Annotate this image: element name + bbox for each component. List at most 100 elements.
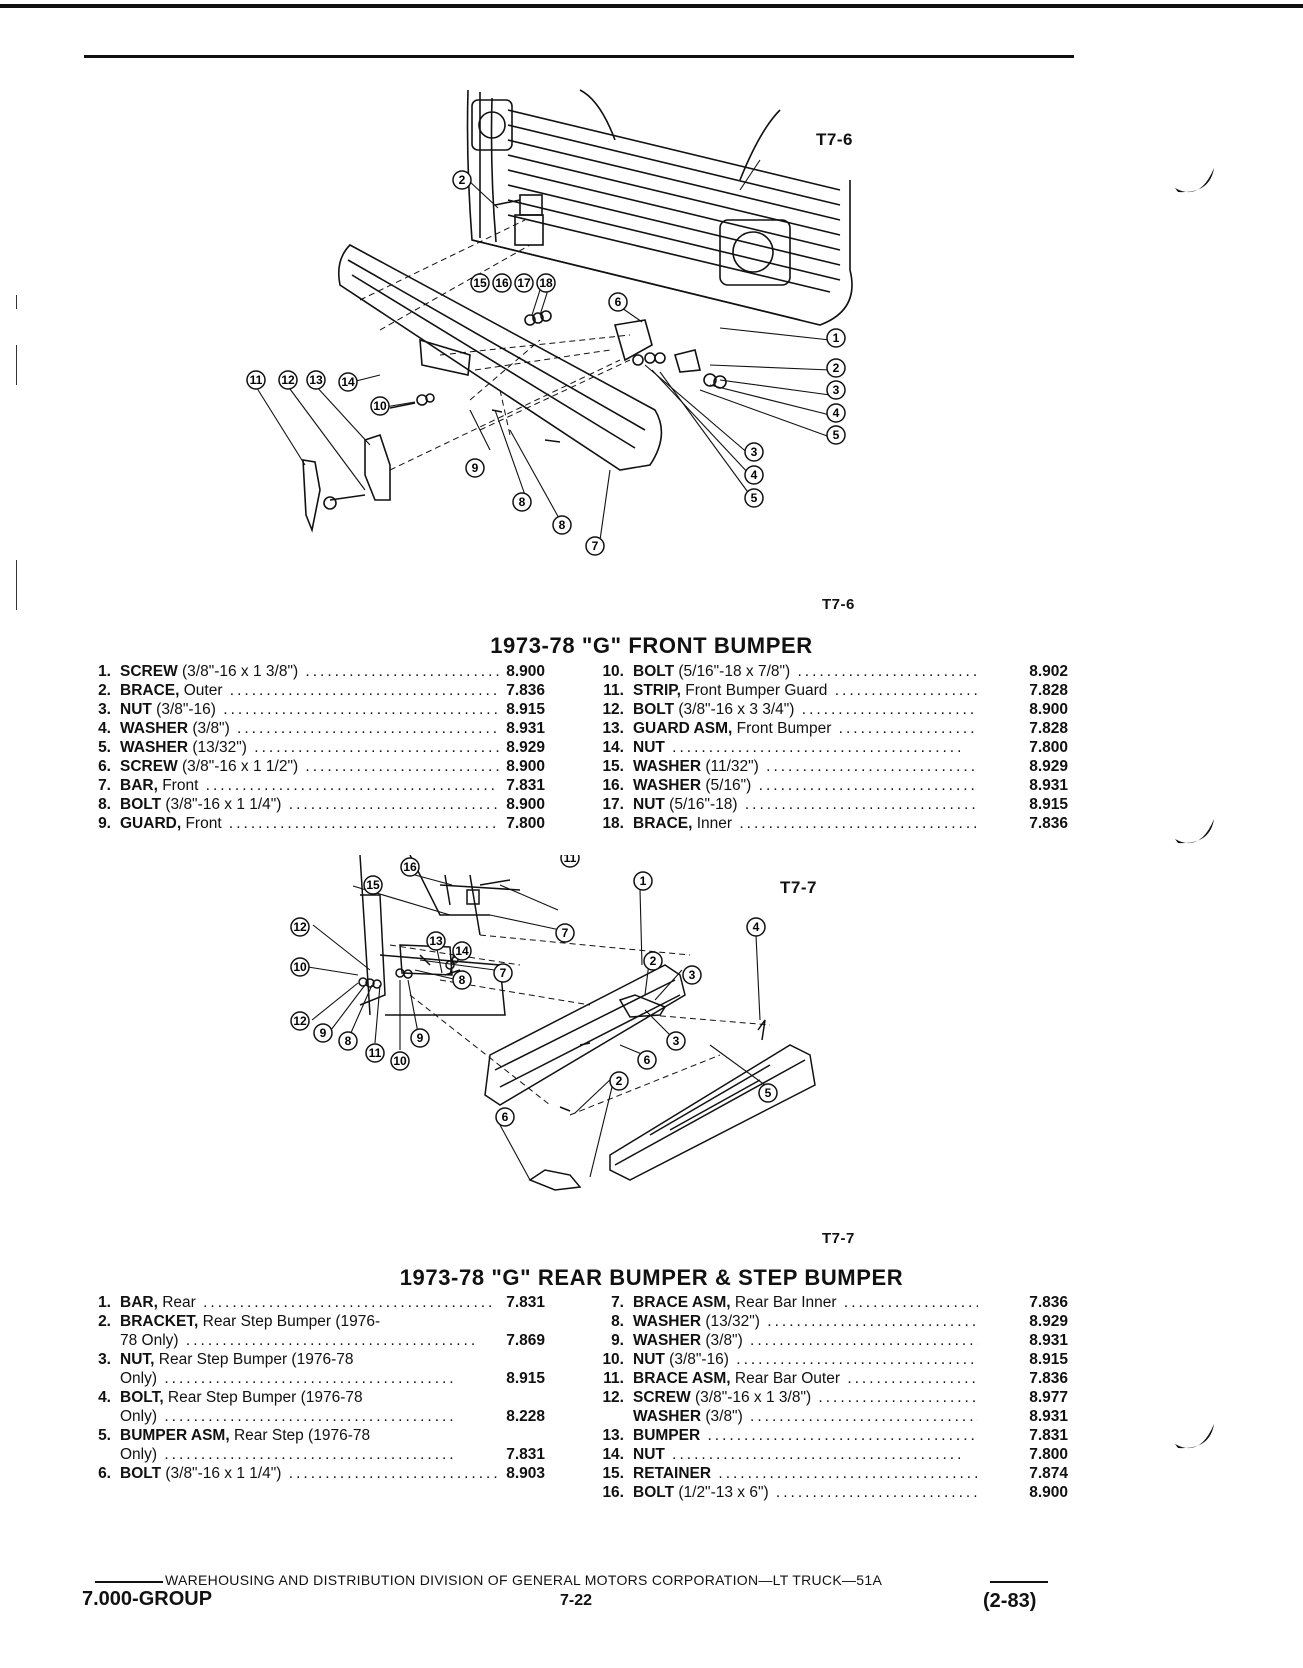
parts-row: 7.BAR, Front ...........................… [85,776,555,795]
callout-17: 17 [514,273,534,293]
callout-3: 3 [682,965,702,985]
part-name: BRACE ASM, [633,1294,731,1311]
front-callouts: 1 2 2 3 3 4 4 5 5 6 7 8 8 9 10 11 12 13 … [246,170,846,556]
part-desc: Front Bumper Guard [680,682,828,699]
part-desc: Rear Step Bumper (1976-78 [154,1351,354,1368]
parts-row: 6.SCREW (3/8"-16 x 1 1/2") .............… [85,757,555,776]
svg-text:3: 3 [751,445,758,459]
svg-text:4: 4 [753,920,760,934]
part-number: 1. [98,1294,111,1311]
svg-text:9: 9 [417,1031,424,1045]
part-code: 7.831 [1029,1427,1068,1444]
part-number: 5. [98,739,111,756]
callout-15: 15 [470,273,490,293]
svg-text:4: 4 [833,406,840,420]
part-name: NUT [120,701,152,718]
callout-6: 6 [637,1050,657,1070]
part-number: 6. [98,1465,111,1482]
footer-rule-left [95,1581,163,1583]
part-name: BRACKET, [120,1313,199,1330]
part-name: WASHER [633,1313,702,1330]
part-desc: Front Bumper [732,720,832,737]
parts-row: 4.BOLT, Rear Step Bumper (1976-78 [85,1388,555,1407]
part-code: 8.900 [506,663,545,680]
svg-text:14: 14 [455,944,469,958]
svg-text:9: 9 [472,461,479,475]
callout-13: 13 [426,931,446,951]
part-number: 10. [602,1351,624,1368]
callout-11: 11 [246,370,266,390]
part-number: 6. [98,758,111,775]
part-desc: Only) [120,1408,158,1425]
rear-bumper-diagram: 1 2 2 3 3 4 5 6 6 7 7 8 8 9 9 10 10 11 1… [290,854,860,1215]
part-code: 8.900 [506,796,545,813]
callout-16: 16 [400,857,420,877]
part-name: NUT [633,1351,665,1368]
page-curl-mark [1175,168,1214,193]
part-number: 8. [98,796,111,813]
part-desc: Front [181,815,222,832]
part-name: BUMPER ASM, [120,1427,230,1444]
part-number: 3. [98,1351,111,1368]
svg-text:15: 15 [366,878,380,892]
part-code: 8.931 [1029,777,1068,794]
callout-10: 10 [370,396,390,416]
part-desc: Rear Bar Outer [730,1370,841,1387]
parts-row: 6.BOLT (3/8"-16 x 1 1/4") ..............… [85,1464,555,1483]
part-code: 7.800 [1029,1446,1068,1463]
part-code: 8.931 [506,720,545,737]
parts-row: 2.BRACKET, Rear Step Bumper (1976- [85,1312,555,1331]
part-code: 8.977 [1029,1389,1068,1406]
part-desc: (13/32") [701,1313,760,1330]
svg-text:7: 7 [562,926,569,940]
part-desc: (5/16"-18) [664,796,738,813]
part-desc: 78 Only) [120,1332,179,1349]
part-name: BAR, [120,1294,158,1311]
part-number: 13. [602,1427,624,1444]
svg-text:8: 8 [559,518,566,532]
svg-text:6: 6 [615,295,622,309]
callout-1: 1 [826,328,846,348]
part-number: 18. [602,815,624,832]
part-desc: (3/8") [188,720,230,737]
footer-rule-right [990,1581,1048,1583]
page-curl-mark [1175,1424,1214,1449]
callout-3: 3 [826,380,846,400]
part-desc: (3/8"-16 x 1 3/8") [690,1389,812,1406]
part-code: 8.929 [506,739,545,756]
rear-callouts: 1 2 2 3 3 4 5 6 6 7 7 8 8 9 9 10 10 11 1… [290,855,778,1127]
footer-page-number: 7-22 [560,1592,593,1609]
binder-mark [16,295,17,309]
parts-row: 1.BAR, Rear ............................… [85,1293,555,1312]
callout-4: 4 [744,465,764,485]
callout-2: 2 [452,170,472,190]
part-name: BOLT [633,663,675,680]
part-code: 8.902 [1029,663,1068,680]
parts-row: 78 Only) ...............................… [120,1332,545,1349]
part-number: 4. [98,720,111,737]
callout-9: 9 [313,1023,333,1043]
parts-row: 10.BOLT (5/16"-18 x 7/8") ..............… [598,662,1078,681]
part-name: SCREW [120,758,178,775]
part-name: SCREW [120,663,178,680]
footer-group: 7.000-GROUP [82,1588,213,1610]
part-desc: (1/2"-13 x 6") [674,1484,769,1501]
callout-5: 5 [758,1083,778,1103]
part-number: 15. [602,1465,624,1482]
svg-text:2: 2 [650,954,657,968]
callout-9: 9 [410,1028,430,1048]
part-name: BOLT, [120,1389,164,1406]
part-desc: (3/8"-16 x 1 1/4") [161,796,282,813]
svg-text:9: 9 [320,1026,327,1040]
part-number: 14. [602,739,624,756]
part-name: RETAINER [633,1465,712,1482]
part-number: 11. [603,682,624,699]
callout-4: 4 [746,917,766,937]
svg-text:16: 16 [403,860,417,874]
part-number: 7. [98,777,111,794]
parts-row: 13.GUARD ASM, Front Bumper .............… [598,719,1078,738]
part-desc: (5/16"-18 x 7/8") [674,663,791,680]
part-name: NUT, [120,1351,155,1368]
part-name: BRACE ASM, [633,1370,731,1387]
figure-label: T7-7 [780,878,817,897]
